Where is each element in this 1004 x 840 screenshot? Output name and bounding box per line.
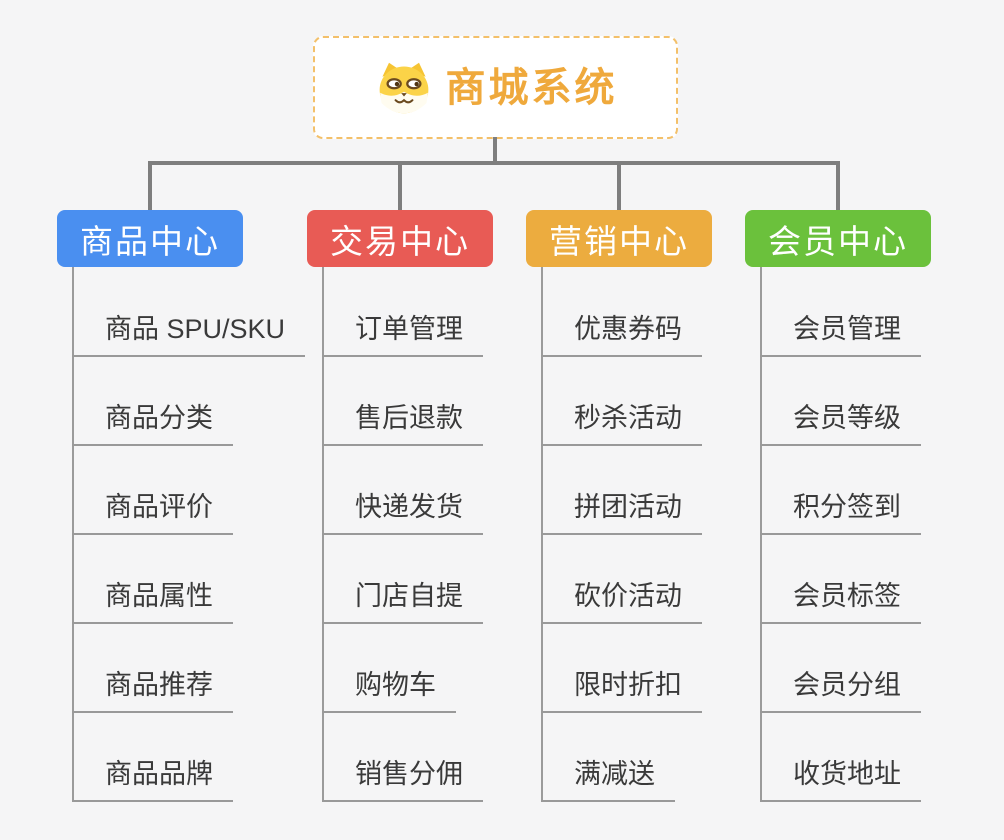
root-node[interactable]: 商城系统 [313, 36, 678, 139]
tree-item[interactable]: 收货地址 [760, 757, 921, 802]
tree-item[interactable]: 拼团活动 [541, 490, 702, 535]
branch-header-member-center[interactable]: 会员中心 [745, 210, 931, 267]
tree-item[interactable]: 限时折扣 [541, 668, 702, 713]
branch-header-trade-center[interactable]: 交易中心 [307, 210, 493, 267]
branch-header-marketing-center[interactable]: 营销中心 [526, 210, 712, 267]
tree-item[interactable]: 会员等级 [760, 401, 921, 446]
tree-item[interactable]: 砍价活动 [541, 579, 702, 624]
tree-item[interactable]: 积分签到 [760, 490, 921, 535]
tree-item[interactable]: 秒杀活动 [541, 401, 702, 446]
tree-item[interactable]: 售后退款 [322, 401, 483, 446]
tree-item[interactable]: 会员标签 [760, 579, 921, 624]
tree-item[interactable]: 满减送 [541, 757, 675, 802]
tree-item[interactable]: 订单管理 [322, 312, 483, 357]
root-title: 商城系统 [445, 65, 618, 110]
connector-drop [398, 165, 402, 210]
tree-item[interactable]: 快递发货 [322, 490, 483, 535]
connector-root-drop [493, 137, 497, 163]
shiba-dog-icon [379, 62, 428, 113]
tree-item[interactable]: 商品评价 [72, 490, 233, 535]
tree-item[interactable]: 商品 SPU/SKU [72, 312, 306, 357]
tree-item[interactable]: 会员分组 [760, 668, 921, 713]
connector-drop [836, 165, 840, 210]
tree-item[interactable]: 商品分类 [72, 401, 233, 446]
tree-item[interactable]: 门店自提 [322, 579, 483, 624]
connector-drop [148, 165, 152, 210]
tree-item[interactable]: 优惠券码 [541, 312, 702, 357]
tree-item[interactable]: 商品推荐 [72, 668, 233, 713]
tree-item[interactable]: 会员管理 [760, 312, 921, 357]
tree-item[interactable]: 商品属性 [72, 579, 233, 624]
tree-item[interactable]: 销售分佣 [322, 757, 483, 802]
tree-item[interactable]: 商品品牌 [72, 757, 233, 802]
connector-bus [148, 161, 840, 165]
branch-header-goods-center[interactable]: 商品中心 [57, 210, 243, 267]
tree-item[interactable]: 购物车 [322, 668, 456, 713]
connector-drop [617, 165, 621, 210]
